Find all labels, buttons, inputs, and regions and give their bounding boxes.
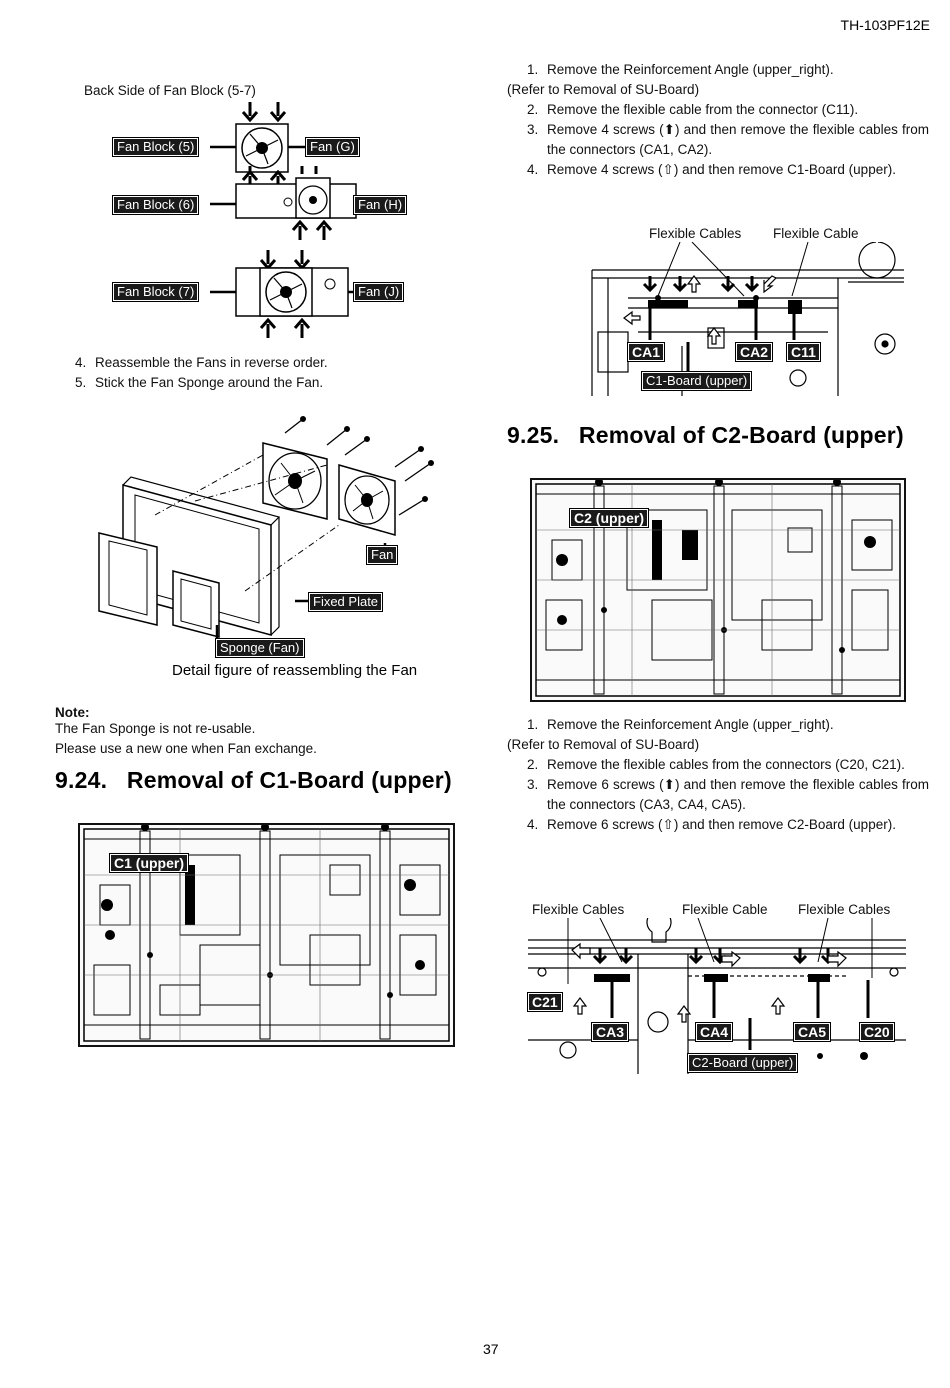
tag-fan-h: Fan (H) [352,195,408,215]
c1-detail-label-flexible-cable: Flexible Cable [773,226,859,241]
c2-detail-label-left: Flexible Cables [532,902,625,917]
c2-detail-label-right: Flexible Cables [798,902,891,917]
tag-fixed-plate: Fixed Plate [307,592,384,612]
tag-ca2: CA2 [734,342,774,362]
step-item: 4.Remove 6 screws (⇧) and then remove C2… [527,817,896,832]
note-line-2: Please use a new one when Fan exchange. [55,741,317,756]
step-item: (Refer to Removal of SU-Board) [507,737,700,752]
c1-board-overview-diagram: C1 (upper) [78,823,455,1047]
c2-detail-label-mid: Flexible Cable [682,902,768,917]
document-model-header: TH-103PF12E [840,17,930,33]
tag-sponge-fan: Sponge (Fan) [215,638,305,658]
c1-removal-steps: 1.Remove the Reinforcement Angle (upper_… [507,60,929,180]
section-9-25-heading: 9.25. Removal of C2-Board (upper) [507,422,904,448]
step-item: 4.Remove 4 screws (⇧) and then remove C1… [527,162,896,177]
step-item: 3.Remove 4 screws (⬆) and then remove th… [527,122,929,157]
left-steps: 4.Reassemble the Fans in reverse order. … [75,353,475,393]
fan-block-drawing [210,102,362,338]
c2-removal-steps: 1.Remove the Reinforcement Angle (upper_… [507,715,929,835]
tag-fan-j: Fan (J) [352,282,405,302]
detail-figure-caption: Detail figure of reassembling the Fan [172,662,418,679]
fan-detail-drawing [98,416,434,639]
step-item: 2.Remove the flexible cables from the co… [527,757,905,772]
tag-fan-block-7: Fan Block (7) [111,282,200,302]
step-item: 3.Remove 6 screws (⬆) and then remove th… [527,777,929,812]
tag-fan-block-5: Fan Block (5) [111,137,200,157]
tag-c20: C20 [859,1022,895,1042]
tag-c1-upper: C1 (upper) [109,853,189,873]
tag-c1-board-upper: C1-Board (upper) [640,371,753,391]
c2-detail-figure: C21 CA3 CA4 CA5 C20 C2-Board (upper) [527,918,906,1074]
tag-c2-upper: C2 (upper) [569,508,649,528]
tag-ca5: CA5 [792,1022,832,1042]
tag-fan-block-6: Fan Block (6) [111,195,200,215]
c2-detail-drawing [528,918,906,1074]
step-item: (Refer to Removal of SU-Board) [507,82,700,97]
tag-c21: C21 [527,992,563,1012]
step-item: 1.Remove the Reinforcement Angle (upper_… [527,62,834,77]
c1-detail-drawing [591,242,904,396]
tag-fan-g: Fan (G) [305,137,360,157]
c1-detail-figure: CA1 CA2 C11 C1-Board (upper) [588,242,908,396]
step-item: 4.Reassemble the Fans in reverse order. [75,355,328,370]
c2-board-drawing [535,480,901,697]
note-line-1: The Fan Sponge is not re-usable. [55,721,256,736]
tag-ca3: CA3 [590,1022,630,1042]
c1-detail-label-flexible-cables: Flexible Cables [649,226,742,241]
tag-c11: C11 [786,342,821,362]
step-item: 5.Stick the Fan Sponge around the Fan. [75,375,324,390]
tag-ca1: CA1 [626,342,666,362]
step-item: 1.Remove the Reinforcement Angle (upper_… [527,717,834,732]
step-item: 2.Remove the flexible cable from the con… [527,102,859,117]
section-9-24-heading: 9.24. Removal of C1-Board (upper) [55,767,452,793]
tag-fan: Fan [365,545,399,565]
c1-board-drawing [83,825,450,1042]
page-number: 37 [483,1341,499,1357]
tag-ca4: CA4 [694,1022,734,1042]
fan-detail-figure: Fan Fixed Plate Sponge (Fan) [95,415,445,658]
tag-c2-board-upper: C2-Board (upper) [686,1053,799,1073]
fan-block-figure: Fan Block (5) Fan (G) Fan Block (6) Fan … [110,100,430,345]
fan-block-caption: Back Side of Fan Block (5-7) [84,83,256,98]
note-title: Note: [55,705,90,720]
c2-board-overview-diagram: C2 (upper) [530,478,906,702]
